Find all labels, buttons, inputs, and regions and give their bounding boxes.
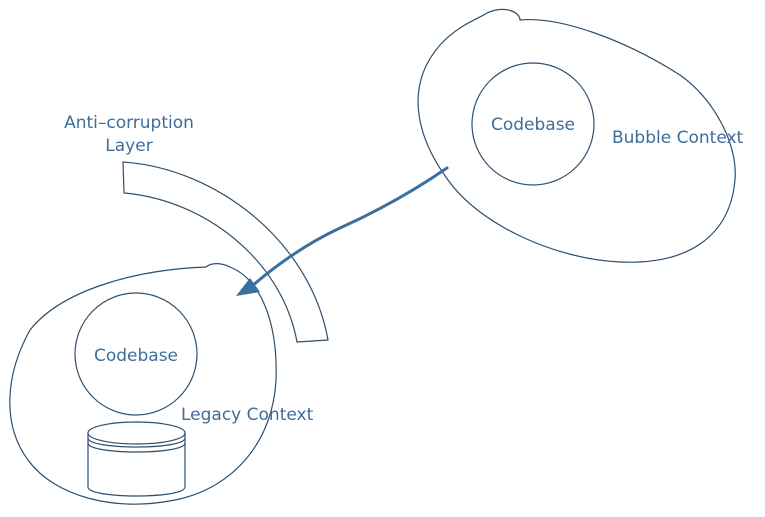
translation-arrowhead bbox=[236, 278, 260, 296]
acl-label-line2: Layer bbox=[105, 136, 152, 156]
bubble-context-boundary bbox=[417, 8, 736, 263]
translation-arrow-line bbox=[250, 166, 449, 288]
bubble-codebase-label: Codebase bbox=[491, 115, 575, 135]
legacy-codebase-circle bbox=[74, 292, 198, 416]
database-icon bbox=[87, 421, 186, 497]
legacy-codebase-label: Codebase bbox=[94, 346, 178, 366]
bubble-codebase-circle bbox=[471, 62, 595, 186]
acl-label-line1: Anti–corruption bbox=[64, 113, 194, 133]
bubble-context-label: Bubble Context bbox=[612, 128, 744, 148]
anti-corruption-layer-band bbox=[122, 161, 329, 343]
legacy-context-label: Legacy Context bbox=[181, 405, 314, 425]
